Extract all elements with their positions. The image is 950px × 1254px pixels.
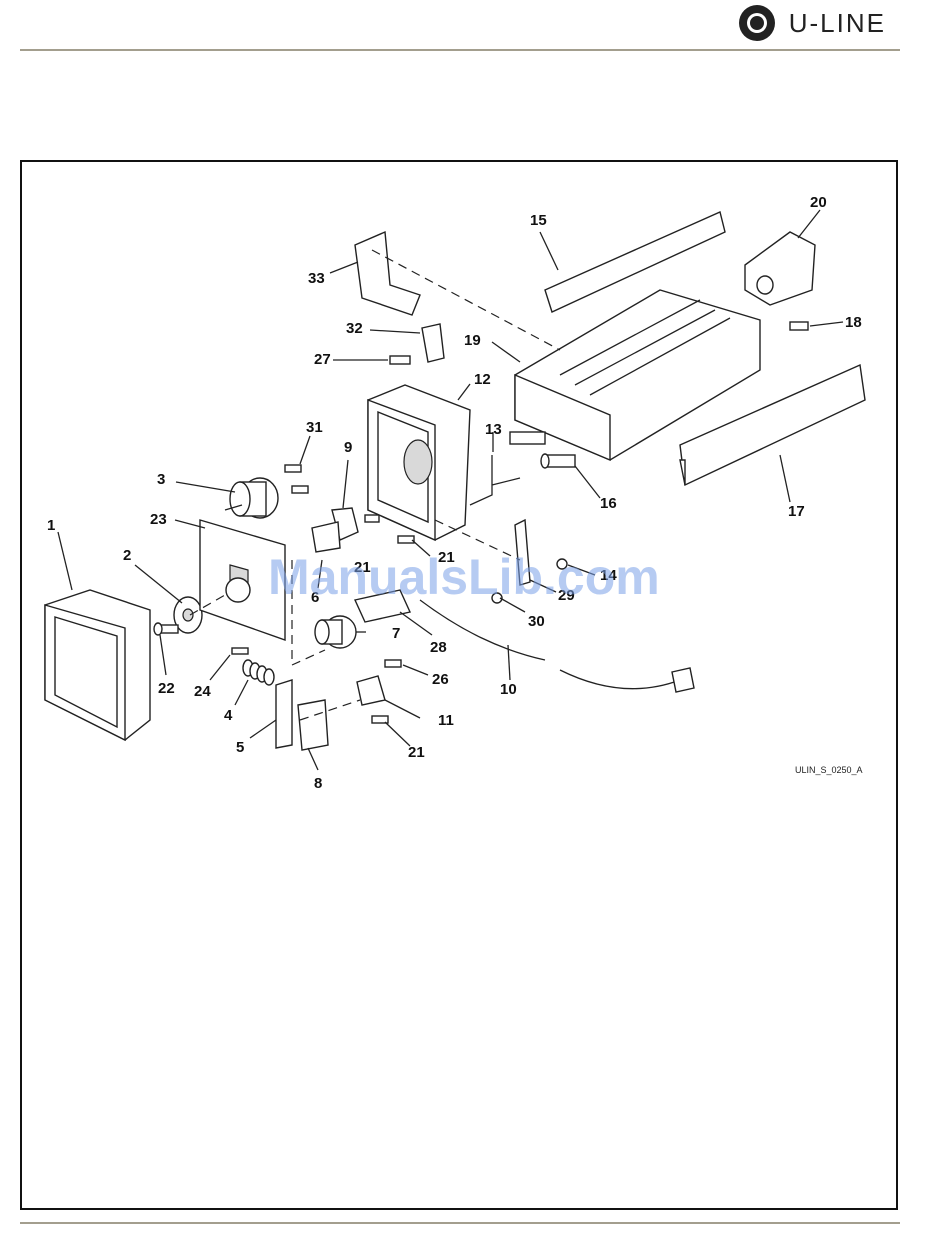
footer-rule <box>20 1222 900 1224</box>
reference-code: ULIN_S_0250_A <box>795 765 863 775</box>
callout-18: 18 <box>845 314 862 331</box>
callout-21c: 21 <box>408 744 425 761</box>
callout-1: 1 <box>47 517 55 534</box>
callout-4: 4 <box>224 707 233 724</box>
watermark: ManualsLib.com <box>268 549 660 605</box>
part-screw-31 <box>285 465 308 493</box>
callout-28: 28 <box>430 639 447 656</box>
callout-32: 32 <box>346 320 363 337</box>
part-thermostat <box>315 616 356 648</box>
part-screw-26 <box>385 660 401 667</box>
callout-19: 19 <box>464 332 481 349</box>
callout-10: 10 <box>500 681 517 698</box>
callout-30: 30 <box>528 613 545 630</box>
part-screw-22 <box>154 623 178 635</box>
part-bracket-8 <box>298 700 328 750</box>
callout-26: 26 <box>432 671 449 688</box>
callout-3: 3 <box>157 471 165 488</box>
part-switch <box>312 508 358 552</box>
callout-31: 31 <box>306 419 323 436</box>
part-cam <box>422 324 444 362</box>
part-l-bracket <box>355 232 420 315</box>
part-ejector <box>545 212 725 312</box>
callout-24: 24 <box>194 683 211 700</box>
callout-15: 15 <box>530 212 547 229</box>
callout-13: 13 <box>485 421 502 438</box>
part-shaft-b <box>510 432 545 444</box>
part-screw-21b <box>365 515 379 522</box>
callout-16: 16 <box>600 495 617 512</box>
part-screw-21a <box>398 536 414 543</box>
callout-8: 8 <box>314 775 322 792</box>
callout-9: 9 <box>344 439 352 456</box>
callout-5: 5 <box>236 739 244 756</box>
callout-7: 7 <box>392 625 400 642</box>
part-fill-tube <box>470 455 520 505</box>
part-shaft <box>541 454 575 468</box>
callout-27: 27 <box>314 351 331 368</box>
callout-23: 23 <box>150 511 167 528</box>
callout-33: 33 <box>308 270 325 287</box>
callout-2: 2 <box>123 547 131 564</box>
part-screw-18 <box>790 322 808 330</box>
callout-11: 11 <box>438 712 454 729</box>
part-clip <box>357 676 385 705</box>
part-bracket-5 <box>276 680 292 748</box>
callout-17: 17 <box>788 503 805 520</box>
part-water-cup <box>745 232 815 305</box>
callout-20: 20 <box>810 194 827 211</box>
part-screw-24 <box>232 648 248 654</box>
part-wiring-harness <box>420 600 694 692</box>
callout-22: 22 <box>158 680 175 697</box>
callout-12: 12 <box>474 371 491 388</box>
part-housing <box>368 385 470 540</box>
part-motor <box>225 478 278 518</box>
part-cover <box>45 590 150 740</box>
part-screw-27 <box>390 356 410 364</box>
